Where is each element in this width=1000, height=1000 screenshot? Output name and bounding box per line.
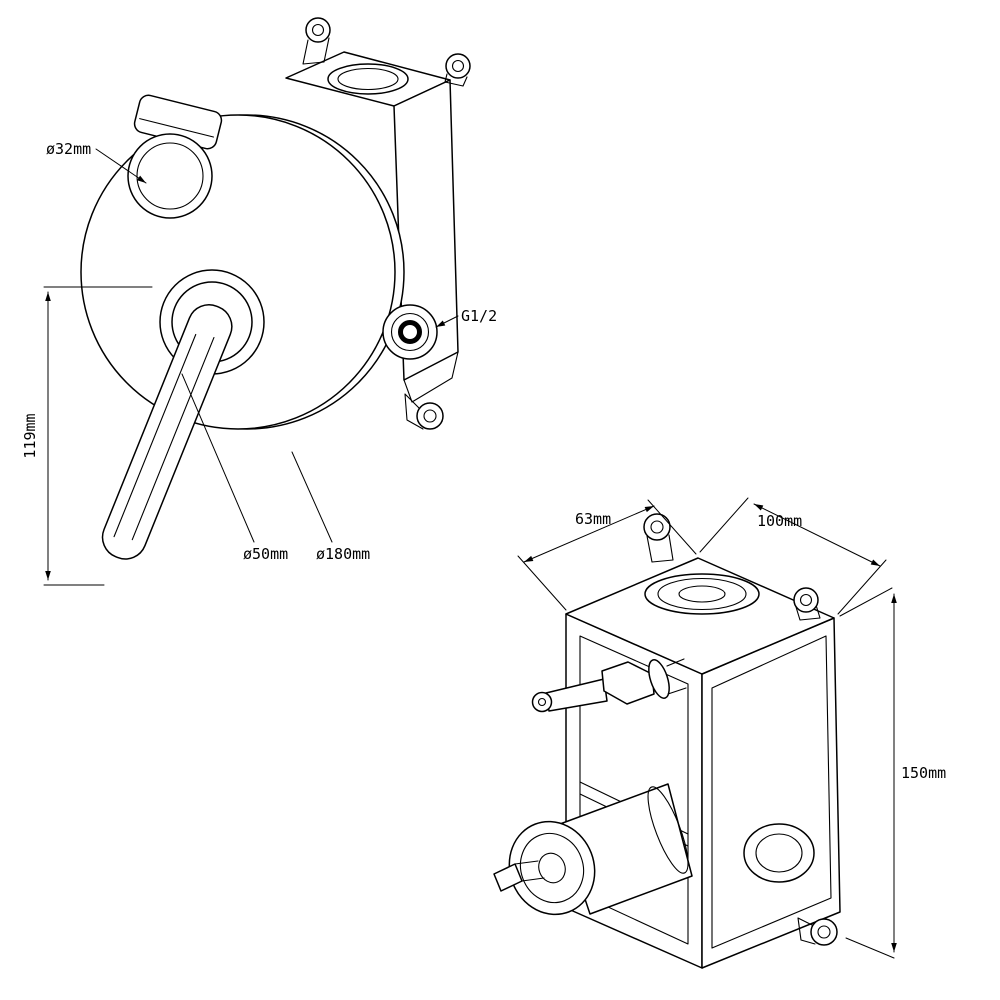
label-handle-diameter: ø50mm — [181, 373, 288, 563]
extension-lines — [699, 497, 887, 615]
iso-view: 63mm 100mm 150mm — [493, 497, 946, 969]
spindle-flange — [648, 659, 670, 699]
lug-tab-lines — [404, 393, 424, 430]
lug-ring — [445, 53, 471, 79]
spindle-tip-center — [537, 697, 547, 707]
mixer-handle — [101, 269, 265, 560]
leader-line — [435, 315, 459, 328]
label-faceplate-diameter: ø180mm — [291, 451, 370, 563]
mounting-lug-top-right — [444, 53, 471, 87]
dimension-63mm: 63mm — [517, 499, 697, 611]
knob-diameter-label: ø32mm — [46, 140, 91, 158]
spindle-tip — [531, 691, 553, 713]
lug-ring — [643, 513, 671, 541]
lug-hole — [799, 593, 813, 607]
right-face-recess-frame — [711, 635, 832, 949]
lug-hole — [311, 23, 325, 37]
extension-lines — [43, 286, 153, 586]
lever-body — [101, 304, 233, 560]
dimension-label-150: 150mm — [901, 764, 946, 782]
side-port-inner — [755, 833, 803, 873]
stem-connector-lines — [514, 860, 545, 882]
label-inlet-thread: G1/2 — [435, 307, 497, 328]
inlet-port — [382, 304, 438, 360]
cartridge-square-stem — [493, 863, 523, 892]
faceplate — [80, 114, 405, 430]
extension-lines — [839, 587, 895, 959]
dimension-150mm: 150mm — [839, 587, 946, 959]
diverter-knob — [127, 94, 223, 219]
lug-ring — [305, 17, 331, 43]
mounting-lug-top-right — [793, 587, 821, 621]
dimension-label-100: 100mm — [757, 512, 802, 530]
lug-ring — [416, 402, 444, 430]
port-bore — [398, 320, 422, 344]
cartridge-face-mid — [519, 832, 585, 904]
box-top-face — [565, 557, 835, 675]
handle-diameter-label: ø50mm — [243, 545, 288, 563]
top-boss-hole — [678, 585, 726, 603]
leader-line — [181, 373, 255, 543]
side-port-outer — [743, 823, 815, 883]
inlet-thread-label: G1/2 — [461, 307, 497, 325]
box-bottom-edge — [403, 351, 459, 403]
dimension-100mm: 100mm — [699, 497, 887, 615]
cartridge-collar-ring — [647, 786, 689, 874]
port-outer-ring — [382, 304, 438, 360]
front-view: 119mm ø32mm ø50mm ø180mm G1/2 — [21, 17, 497, 586]
dimension-line — [523, 505, 655, 563]
lug-hole — [817, 925, 831, 939]
cartridge-face-inner — [538, 852, 566, 884]
lever-contour-bottom — [113, 333, 197, 538]
knob-body — [127, 133, 213, 219]
rough-in-box-front — [285, 17, 471, 430]
cartridge-assembly — [493, 783, 693, 916]
top-boss-outer — [644, 573, 760, 615]
label-knob-diameter: ø32mm — [46, 140, 147, 184]
lug-tab-lines — [795, 604, 821, 621]
port-mid-ring — [390, 312, 430, 352]
faceplate-diameter-label: ø180mm — [316, 545, 370, 563]
lug-ring — [793, 587, 819, 613]
box-right-face — [701, 617, 841, 969]
mounting-lug-top-left — [302, 17, 331, 65]
cartridge-face — [508, 820, 596, 916]
lever-contour-top — [131, 336, 215, 541]
lug-hole — [423, 409, 437, 423]
mounting-lug-bottom-right — [404, 393, 444, 430]
extension-lines — [517, 499, 697, 611]
spindle-hex-nut — [601, 661, 655, 705]
dimension-label-119: 119mm — [21, 413, 39, 458]
cap-contour-line — [139, 118, 214, 138]
lug-ring — [810, 918, 838, 946]
dimension-119mm: 119mm — [21, 286, 153, 586]
dimension-line — [753, 503, 881, 567]
mounting-lug-bottom-right — [797, 917, 838, 946]
lug-hole — [451, 59, 465, 73]
faceplate-circle — [80, 114, 396, 430]
dimension-label-63: 63mm — [575, 510, 611, 528]
top-boss-mid — [657, 577, 747, 611]
lug-tab-lines — [797, 917, 816, 945]
lug-tab-lines — [302, 37, 330, 65]
box-top-opening-inner — [337, 67, 399, 91]
spindle-assembly — [531, 658, 687, 713]
mounting-lug-top-left — [643, 513, 674, 563]
spindle-inner-lines — [666, 658, 687, 695]
leader-line — [291, 451, 333, 543]
leader-line — [95, 148, 147, 184]
handle-lever — [101, 304, 233, 560]
lug-tab-lines — [444, 73, 468, 87]
